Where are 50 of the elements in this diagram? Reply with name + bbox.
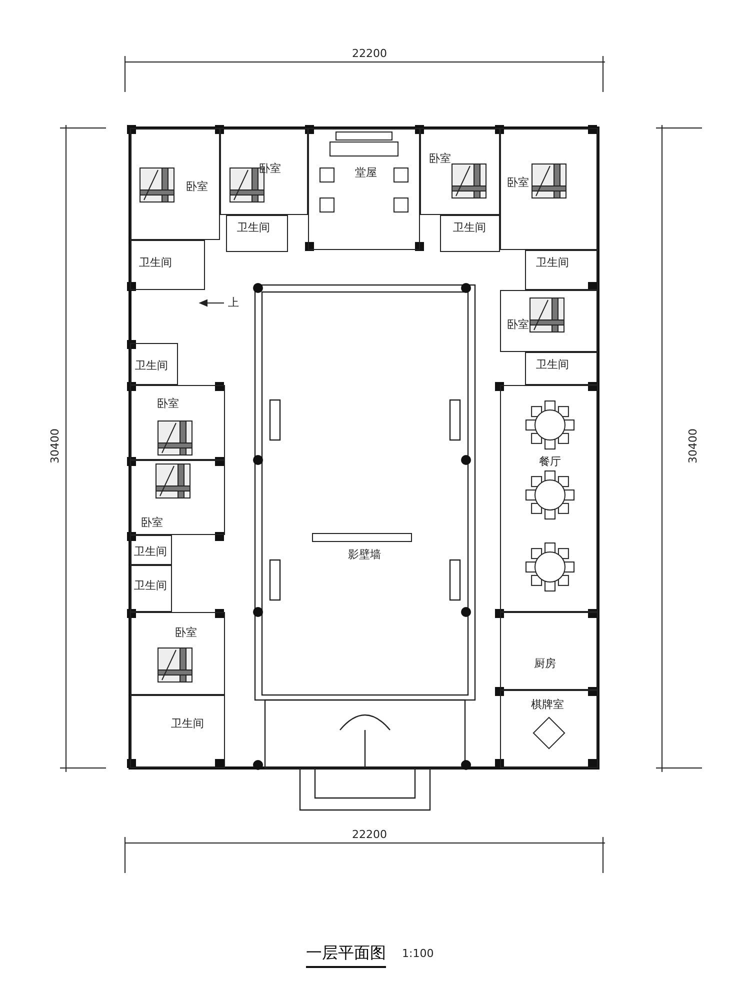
room-label: 卫生间 (134, 580, 167, 592)
room-label: 卫生间 (171, 718, 204, 730)
room-outline (130, 240, 205, 290)
dimension-label: 30400 (688, 428, 700, 464)
room-label: 厨房 (534, 658, 556, 670)
room-label: 卧室 (429, 153, 451, 165)
room-outline (130, 128, 220, 240)
room-outline (308, 128, 420, 250)
screen-wall (312, 533, 412, 559)
scale-label: 1:100 (402, 948, 434, 960)
room-outline (226, 215, 288, 252)
room-outline (500, 612, 598, 690)
room-outline (130, 385, 225, 460)
dimension-label: 30400 (50, 428, 62, 464)
room-outline (500, 690, 598, 768)
room-outline (130, 565, 172, 612)
room-outline (500, 290, 598, 352)
room-label: 卫生间 (135, 360, 168, 372)
room-label: 影壁墙 (348, 549, 381, 561)
room-outline (130, 343, 178, 385)
room-outline (500, 385, 598, 612)
room-label: 棋牌室 (531, 699, 564, 711)
room-label: 卫生间 (536, 359, 569, 371)
room-outline (130, 612, 225, 695)
dimension-label: 22200 (352, 48, 387, 60)
room-label: 卧室 (141, 517, 163, 529)
room-outline (440, 215, 500, 252)
room-outline (130, 460, 225, 535)
room-label: 卧室 (507, 319, 529, 331)
room-outline (130, 695, 225, 768)
room-label: 卧室 (186, 181, 208, 193)
direction-label: 上 (228, 297, 239, 309)
room-outline (220, 128, 308, 215)
room-label: 卧室 (175, 627, 197, 639)
room-label: 卫生间 (536, 257, 569, 269)
room-label: 卫生间 (139, 257, 172, 269)
room-outline (130, 535, 172, 565)
room-label: 卫生间 (453, 222, 486, 234)
dimension-label: 22200 (352, 829, 387, 841)
room-label: 卧室 (507, 177, 529, 189)
room-label: 卧室 (157, 398, 179, 410)
room-outline (420, 128, 500, 215)
room-label: 堂屋 (355, 167, 377, 179)
room-label: 卫生间 (134, 546, 167, 558)
room-label: 卫生间 (237, 222, 270, 234)
room-outline (525, 250, 598, 290)
room-outline (525, 352, 598, 385)
room-label: 餐厅 (539, 456, 561, 468)
room-outline (500, 128, 598, 250)
drawing-title: 一层平面图 (306, 943, 386, 968)
